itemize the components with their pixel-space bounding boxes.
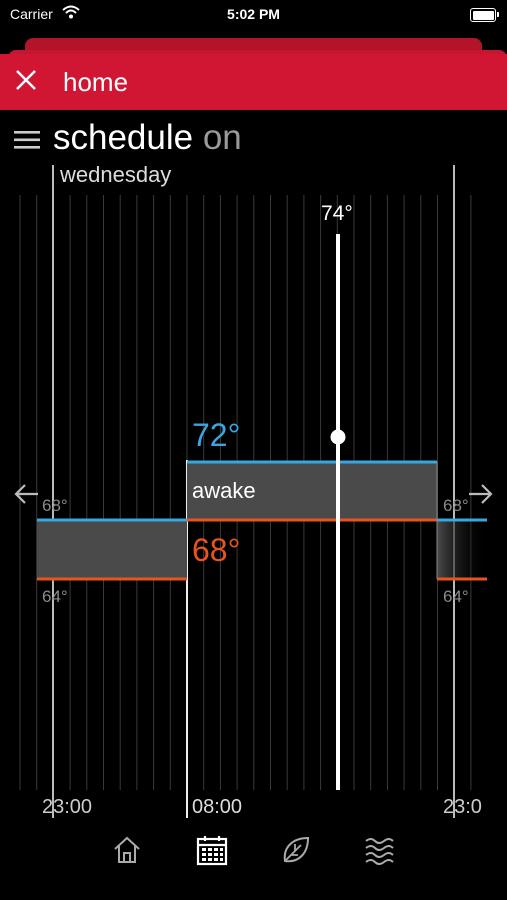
battery-icon — [470, 8, 499, 22]
awake-period-band[interactable] — [187, 462, 437, 520]
previous-cool-temp: 68° — [42, 496, 68, 515]
calendar-icon[interactable] — [195, 833, 229, 867]
header-title: home — [63, 67, 129, 97]
period-name-label: awake — [192, 478, 256, 503]
previous-period-time: 23:00 — [42, 796, 93, 818]
arrow-left-icon[interactable] — [12, 480, 40, 508]
menu-icon[interactable] — [14, 130, 40, 150]
carrier-label: Carrier — [10, 6, 53, 22]
bottom-nav — [0, 825, 507, 875]
next-cool-temp: 68° — [443, 496, 469, 515]
waves-icon[interactable] — [363, 833, 397, 867]
awake-cool-temp[interactable]: 72° — [192, 417, 241, 453]
leaf-icon[interactable] — [279, 833, 313, 867]
status-bar: Carrier 5:02 PM — [0, 0, 507, 30]
close-icon[interactable] — [14, 68, 38, 92]
previous-heat-temp: 64° — [42, 587, 68, 606]
current-time-handle[interactable] — [330, 429, 346, 445]
wifi-icon — [62, 5, 80, 19]
home-icon[interactable] — [110, 833, 144, 867]
next-period-time: 23:0 — [443, 796, 482, 818]
next-heat-temp: 64° — [443, 587, 469, 606]
next-period-band[interactable] — [437, 520, 487, 579]
schedule-title: schedule on — [53, 118, 242, 158]
status-time: 5:02 PM — [227, 6, 280, 22]
awake-period-time: 08:00 — [192, 796, 243, 818]
schedule-state-toggle[interactable]: on — [202, 118, 242, 157]
awake-heat-temp[interactable]: 68° — [192, 532, 241, 568]
header-bar: home — [0, 54, 507, 110]
current-setpoint-label: 74° — [321, 202, 353, 225]
schedule-title-text: schedule — [53, 118, 194, 157]
previous-period-band[interactable] — [37, 520, 187, 579]
arrow-right-icon[interactable] — [467, 480, 495, 508]
day-label: wednesday — [60, 162, 172, 187]
